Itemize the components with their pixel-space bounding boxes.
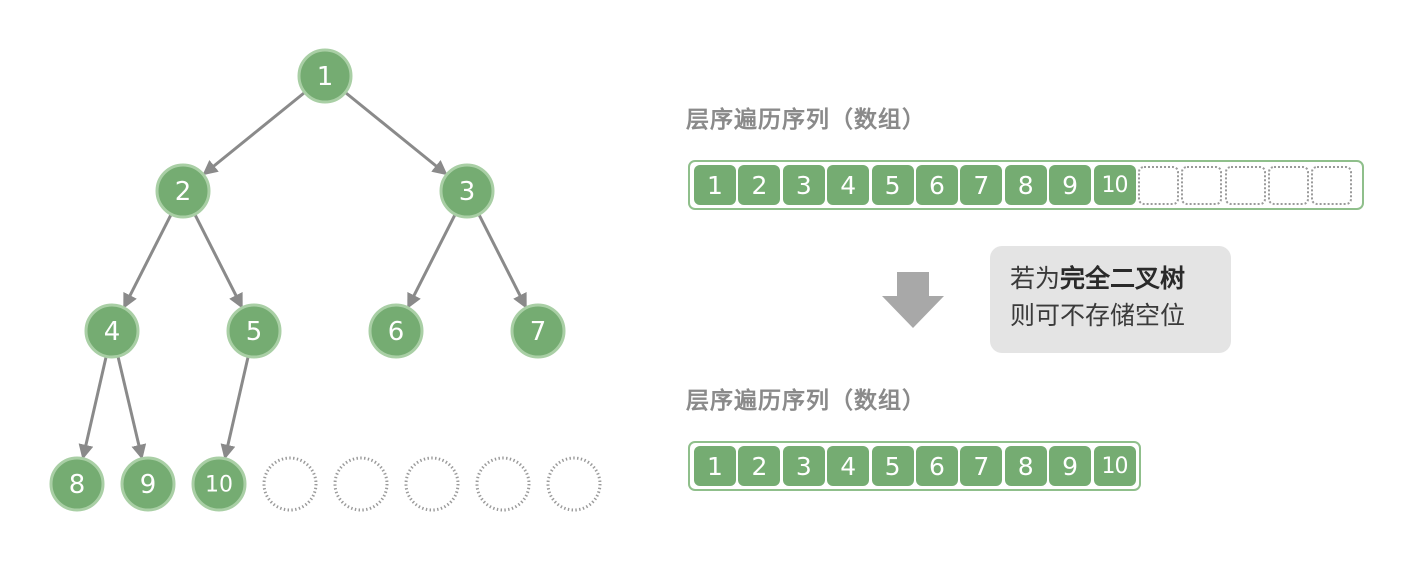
array-cell: 9 (1049, 446, 1092, 486)
binary-tree: 1 2 3 4 5 6 7 8 9 10 (49, 48, 602, 512)
array-empty-cell (1268, 165, 1310, 205)
array-empty-cell (1181, 165, 1223, 205)
tree-node-label: 10 (205, 473, 233, 498)
tree-node-label: 7 (530, 317, 547, 347)
tree-edge (477, 214, 527, 309)
tree-node: 5 (226, 303, 282, 359)
array-empty-cell (1137, 165, 1179, 205)
tree-node-label: 1 (317, 62, 334, 92)
empty-node-slot (475, 456, 531, 512)
note-box: 若为完全二叉树 则可不存储空位 (990, 246, 1231, 353)
note-line-2: 则可不存储空位 (1010, 301, 1186, 330)
tree-node: 10 (191, 456, 247, 512)
array-cell: 6 (915, 446, 958, 486)
array-cell: 10 (1093, 446, 1136, 486)
tree-node: 4 (84, 303, 140, 359)
array-cell: 6 (915, 165, 958, 205)
tree-nodes: 1 2 3 4 5 6 7 8 9 10 (49, 48, 602, 512)
array-cell: 10 (1093, 165, 1136, 205)
tree-node-label: 3 (459, 177, 476, 207)
tree-edge (116, 356, 147, 460)
array-cell: 3 (782, 446, 825, 486)
tree-node: 6 (368, 303, 424, 359)
tree-node: 7 (510, 303, 566, 359)
empty-node-slot (404, 456, 460, 512)
tree-edge (202, 91, 305, 176)
tree-edges (78, 91, 527, 460)
array-empty-cell (1311, 165, 1353, 205)
tree-node-label: 2 (175, 177, 192, 207)
down-arrow-icon (882, 272, 944, 328)
empty-node-slot (546, 456, 602, 512)
tree-node: 2 (155, 163, 211, 219)
tree-node: 1 (297, 48, 353, 104)
array-cell: 7 (960, 446, 1003, 486)
array-cell: 5 (871, 446, 914, 486)
tree-edge (220, 356, 250, 460)
array-cell: 3 (782, 165, 825, 205)
array-title-compact: 层序遍历序列（数组） (686, 388, 926, 414)
array-cell: 8 (1004, 165, 1047, 205)
tree-node: 3 (439, 163, 495, 219)
array-cell: 9 (1049, 165, 1092, 205)
note-line-1-prefix: 若为 (1010, 264, 1061, 293)
tree-node-label: 5 (246, 317, 263, 347)
tree-node-label: 8 (69, 470, 86, 500)
array-cell: 4 (827, 165, 870, 205)
tree-node: 8 (49, 456, 105, 512)
tree-edge (123, 214, 173, 309)
array-cell: 4 (827, 446, 870, 486)
array-cell: 5 (871, 165, 914, 205)
array-cell: 2 (738, 446, 781, 486)
note-emphasis: 完全二叉树 (1060, 264, 1186, 293)
tree-node-label: 9 (140, 470, 157, 500)
array-cell: 1 (694, 446, 736, 486)
tree-node-label: 6 (388, 317, 405, 347)
note-line-1: 若为完全二叉树 (1010, 260, 1231, 297)
array-cell: 2 (738, 165, 781, 205)
tree-edge (345, 91, 448, 176)
array-empty-cell (1224, 165, 1266, 205)
array-cell: 8 (1004, 446, 1047, 486)
tree-edge (407, 214, 457, 309)
empty-node-slot (262, 456, 318, 512)
tree-node-label: 4 (104, 317, 121, 347)
array-cell: 7 (960, 165, 1003, 205)
empty-node-slot (333, 456, 389, 512)
array-title-full: 层序遍历序列（数组） (686, 107, 926, 133)
tree-edge (78, 356, 108, 460)
tree-edge (193, 214, 243, 309)
tree-node: 9 (120, 456, 176, 512)
array-cell: 1 (694, 165, 736, 205)
